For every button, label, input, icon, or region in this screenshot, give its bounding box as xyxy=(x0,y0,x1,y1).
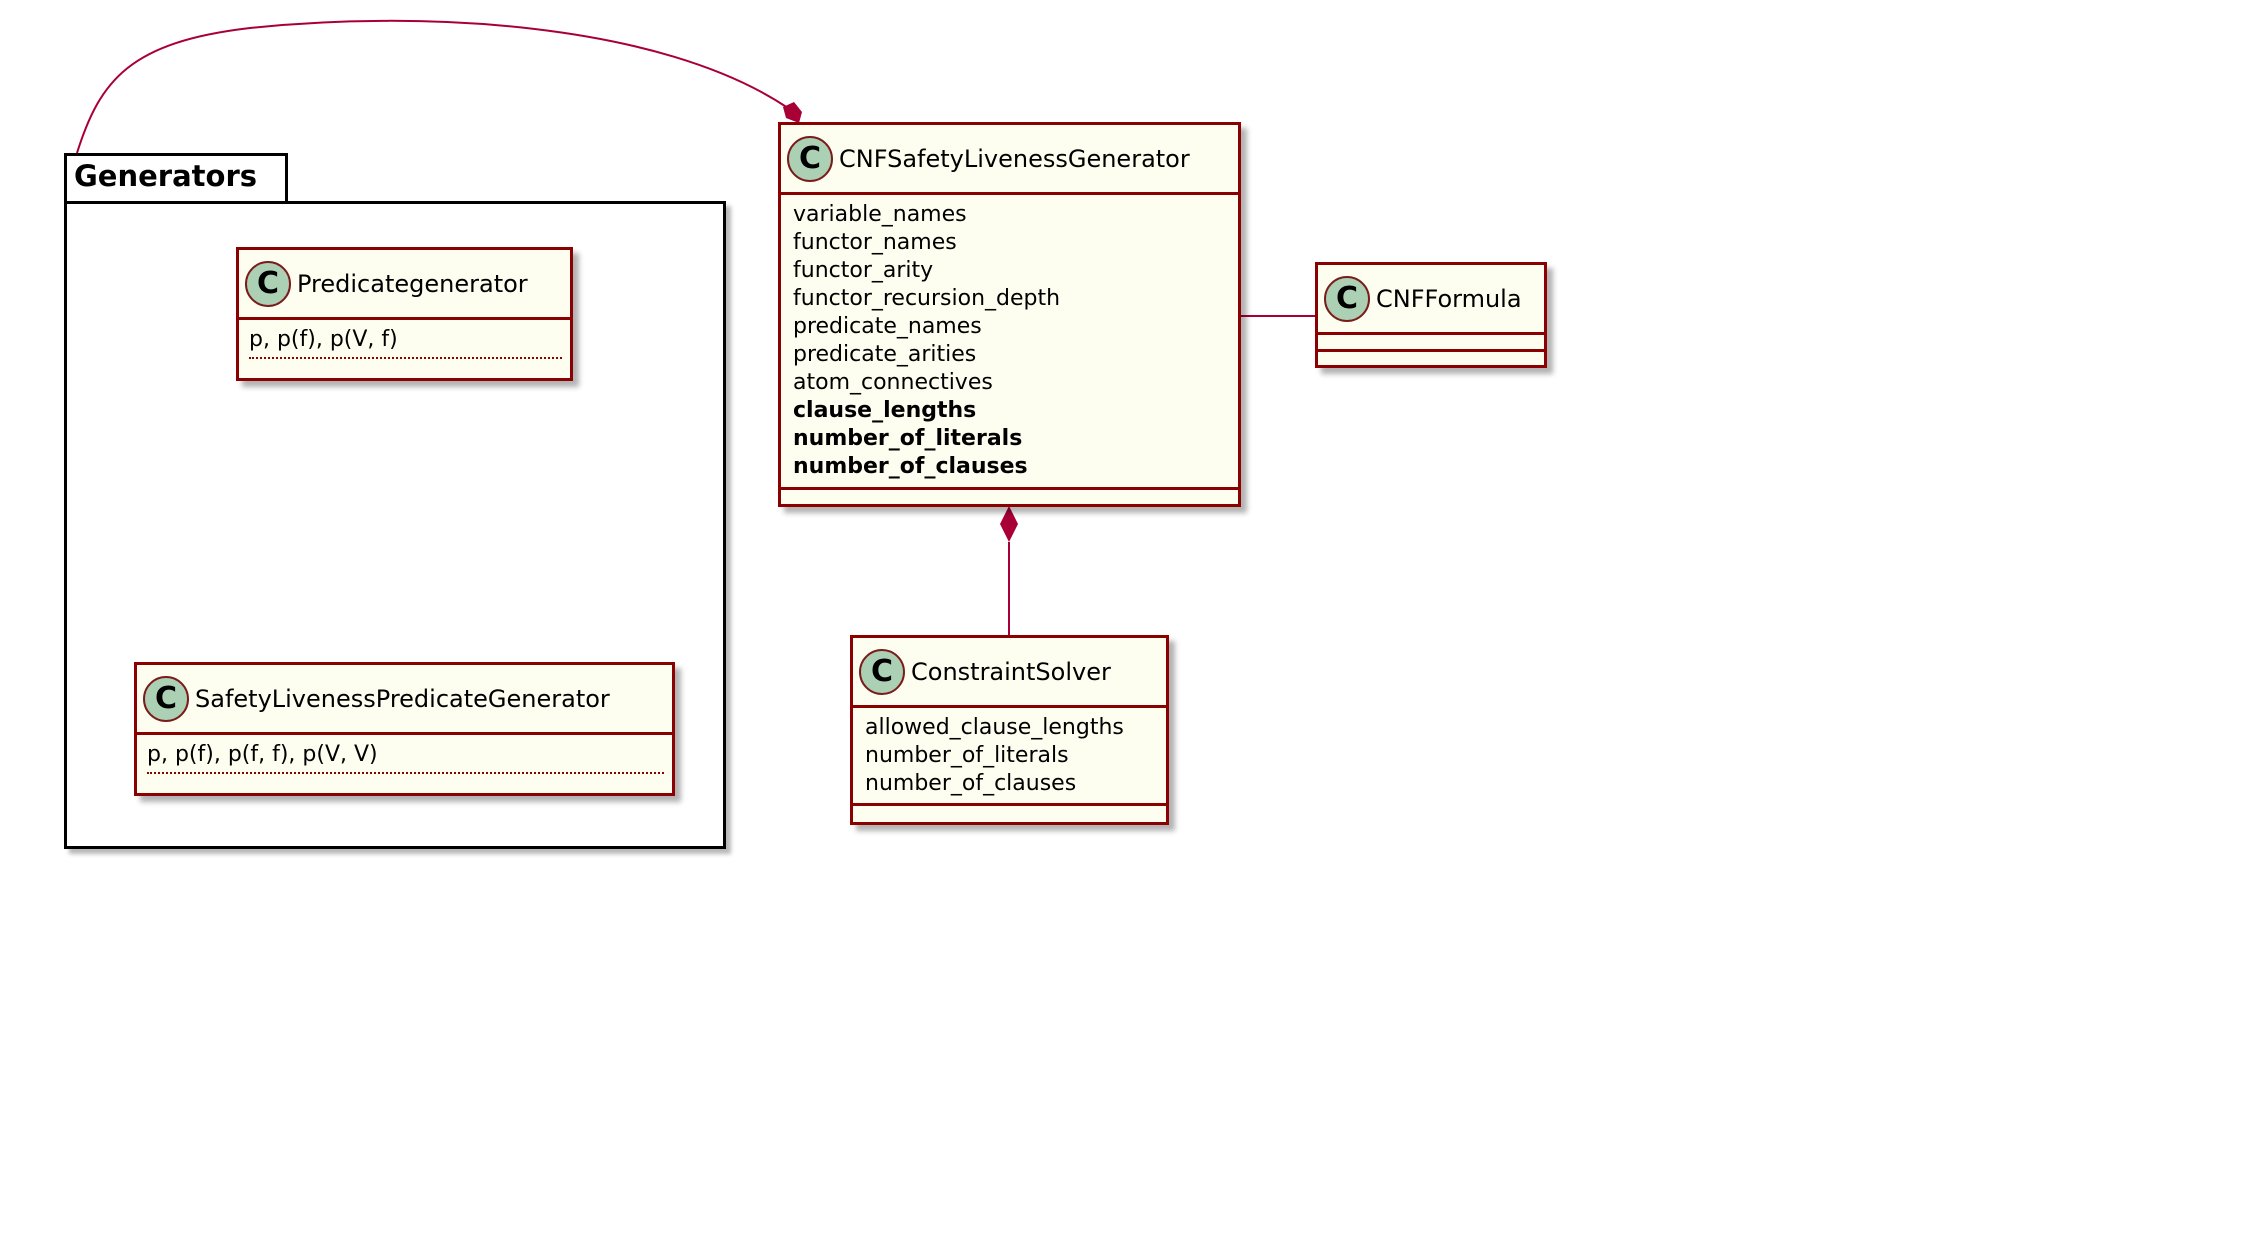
class-name: ConstraintSolver xyxy=(911,657,1111,686)
class-attributes: allowed_clause_lengths number_of_literals… xyxy=(853,708,1166,806)
class-safetylivenesspredicategenerator: C SafetyLivenessPredicateGenerator p, p(… xyxy=(134,662,675,796)
class-header: C Predicategenerator xyxy=(239,250,570,320)
class-attribute: predicate_arities xyxy=(793,342,977,367)
composition-diamond-top xyxy=(783,102,802,123)
class-header: C CNFSafetyLivenessGenerator xyxy=(781,125,1238,195)
class-attribute: clause_lengths xyxy=(793,398,977,423)
class-spot-icon: C xyxy=(859,648,905,695)
class-attribute: allowed_clause_lengths xyxy=(865,715,1124,740)
class-header: C SafetyLivenessPredicateGenerator xyxy=(137,665,672,735)
class-attributes xyxy=(1318,335,1544,352)
class-constraintsolver: C ConstraintSolver allowed_clause_length… xyxy=(850,635,1169,825)
class-name: CNFSafetyLivenessGenerator xyxy=(839,144,1190,173)
class-attribute: number_of_clauses xyxy=(865,771,1077,796)
class-header: C ConstraintSolver xyxy=(853,638,1166,708)
class-cnfformula: C CNFFormula xyxy=(1315,262,1547,368)
class-header: C CNFFormula xyxy=(1318,265,1544,335)
class-body: p, p(f), p(f, f), p(V, V) xyxy=(137,735,672,774)
class-name: Predicategenerator xyxy=(297,269,528,298)
class-attribute: number_of_literals xyxy=(865,743,1069,768)
class-attributes: variable_names functor_names functor_arity… xyxy=(781,195,1238,490)
class-attribute: functor_arity xyxy=(793,258,934,283)
class-spot-icon: C xyxy=(143,675,189,722)
class-name: SafetyLivenessPredicateGenerator xyxy=(195,684,610,713)
composition-diamond-bottom xyxy=(1000,506,1018,542)
class-attribute: functor_recursion_depth xyxy=(793,286,1061,311)
class-attribute: variable_names xyxy=(793,202,967,227)
class-spot-icon: C xyxy=(1324,275,1370,322)
class-spot-icon: C xyxy=(787,135,833,182)
class-attribute: number_of_literals xyxy=(793,426,1023,451)
class-body-text: p, p(f), p(V, f) xyxy=(249,326,562,359)
class-attribute: predicate_names xyxy=(793,314,982,339)
class-cnfsafetylivenessgenerator: C CNFSafetyLivenessGenerator variable_na… xyxy=(778,122,1241,507)
class-predicategenerator: C Predicategenerator p, p(f), p(V, f) xyxy=(236,247,573,381)
relation-package-to-cnf-generator xyxy=(76,19,789,154)
package-tab xyxy=(64,153,288,201)
class-name: CNFFormula xyxy=(1376,284,1522,313)
package-title: Generators xyxy=(74,159,258,193)
class-attribute: functor_names xyxy=(793,230,957,255)
class-attribute: atom_connectives xyxy=(793,370,993,395)
class-attribute: number_of_clauses xyxy=(793,454,1028,479)
class-body: p, p(f), p(V, f) xyxy=(239,320,570,359)
class-body-text: p, p(f), p(f, f), p(V, V) xyxy=(147,741,664,774)
class-spot-icon: C xyxy=(245,260,291,307)
